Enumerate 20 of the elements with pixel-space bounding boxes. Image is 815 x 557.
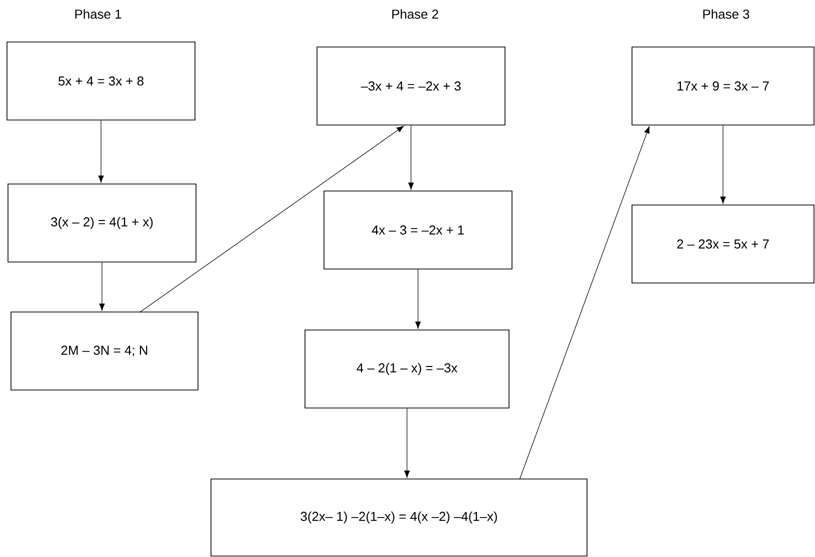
equation-box: 5x + 4 = 3x + 8 — [6, 42, 196, 120]
equation-box: 2 – 23x = 5x + 7 — [632, 204, 814, 284]
phase-heading: Phase 1 — [75, 9, 122, 19]
arrow — [408, 125, 414, 190]
equation-box: 4x – 3 = –2x + 1 — [324, 190, 512, 270]
equation-box: –3x + 4 = –2x + 3 — [316, 46, 506, 126]
equation-box: 3(2x– 1) –2(1–x) = 4(x –2) –4(1–x) — [210, 478, 588, 556]
equation-box: 3(x – 2) = 4(1 + x) — [8, 184, 196, 262]
equation-box: 4 – 2(1 – x) = –3x — [304, 330, 510, 408]
equation-box: 17x + 9 = 3x – 7 — [632, 46, 814, 126]
phase-heading: Phase 2 — [392, 9, 438, 19]
arrow — [720, 125, 726, 204]
arrow — [99, 262, 105, 311]
arrow — [98, 120, 104, 183]
arrow — [519, 126, 650, 480]
arrow — [404, 408, 410, 478]
equation-box: 2M – 3N = 4; N — [10, 312, 198, 390]
arrow — [415, 269, 421, 329]
phase-heading: Phase 3 — [703, 9, 750, 19]
arrow — [139, 126, 404, 313]
